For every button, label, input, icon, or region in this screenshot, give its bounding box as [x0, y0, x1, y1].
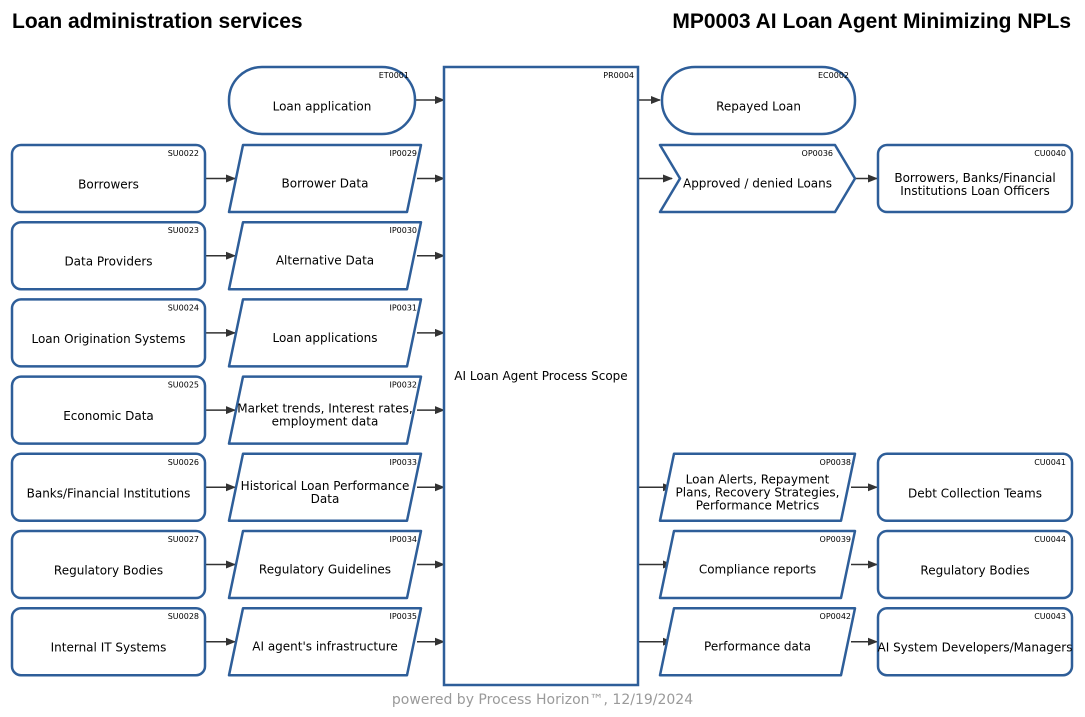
- input-box-ip0034-code: IP0034: [389, 535, 417, 544]
- supplier-box-su0027-code: SU0027: [168, 535, 199, 544]
- customer-box-cu0041-code: CU0041: [1034, 458, 1066, 467]
- process-diagram: PR0004 AI Loan Agent Process Scope ET0001L…: [10, 65, 1074, 687]
- output-box-op0039-code: OP0039: [820, 535, 851, 544]
- supplier-box-su0025-code: SU0025: [168, 381, 199, 390]
- customer-box-cu0041-label: Debt Collection Teams: [908, 486, 1042, 500]
- start-event-label: Loan application: [273, 99, 372, 113]
- customer-box-cu0043: CU0043 AI System Developers/Managers: [876, 606, 1074, 677]
- input-box-ip0034-label: Regulatory Guidelines: [259, 562, 391, 576]
- input-box-ip0032-label: Market trends, Interest rates,employment…: [237, 401, 412, 428]
- footer-credit: powered by Process Horizon™, 12/19/2024: [391, 692, 694, 708]
- end-event-label: Repayed Loan: [716, 99, 801, 113]
- supplier-box-su0027-label: Regulatory Bodies: [54, 563, 163, 577]
- input-box-ip0031-label: Loan applications: [272, 330, 377, 344]
- model-title: MP0003 AI Loan Agent Minimizing NPLs: [672, 10, 1071, 33]
- customer-box-cu0044-code: CU0044: [1034, 535, 1066, 544]
- supplier-box-su0025-label: Economic Data: [63, 409, 154, 423]
- output-box-op0036-label: Approved / denied Loans: [683, 176, 832, 190]
- process-label: AI Loan Agent Process Scope: [454, 369, 627, 383]
- supplier-box-su0023-code: SU0023: [168, 226, 199, 235]
- supplier-box-su0023-label: Data Providers: [64, 254, 152, 268]
- input-box-ip0030-label: Alternative Data: [276, 253, 374, 267]
- output-box-op0038-code: OP0038: [820, 458, 851, 467]
- output-box-op0039-label: Compliance reports: [699, 562, 816, 576]
- output-box-op0042-code: OP0042: [820, 612, 851, 621]
- diagram-shapes: PR0004 AI Loan Agent Process Scope ET0001L…: [10, 65, 1074, 687]
- supplier-box-su0022-label: Borrowers: [78, 177, 139, 191]
- supplier-box-su0028-code: SU0028: [168, 612, 199, 621]
- input-box-ip0035-code: IP0035: [389, 612, 417, 621]
- process-code: PR0004: [603, 71, 634, 80]
- supplier-box-su0026-code: SU0026: [168, 458, 199, 467]
- supplier-box-su0024-label: Loan Origination Systems: [31, 331, 185, 345]
- supplier-box-su0026-label: Banks/Financial Institutions: [27, 486, 191, 500]
- input-box-ip0033-code: IP0033: [389, 458, 417, 467]
- input-box-ip0035: IP0035 AI agent's infrastructure: [227, 606, 423, 677]
- end-event-code: EC0002: [818, 71, 849, 80]
- input-box-ip0030-code: IP0030: [389, 226, 417, 235]
- input-box-ip0031-code: IP0031: [389, 303, 417, 312]
- input-box-ip0035-label: AI agent's infrastructure: [252, 639, 398, 653]
- supplier-box-su0028-label: Internal IT Systems: [51, 640, 167, 654]
- customer-box-cu0043-label: AI System Developers/Managers: [878, 640, 1073, 654]
- output-box-op0042-label: Performance data: [704, 639, 811, 653]
- input-box-ip0029-label: Borrower Data: [282, 176, 369, 190]
- output-box-op0036-code: OP0036: [802, 149, 833, 158]
- supplier-box-su0024-code: SU0024: [168, 303, 199, 312]
- input-box-ip0032-code: IP0032: [389, 381, 417, 390]
- input-box-ip0029-code: IP0029: [389, 149, 417, 158]
- start-event-code: ET0001: [379, 71, 409, 80]
- customer-box-cu0040-code: CU0040: [1034, 149, 1066, 158]
- supplier-box-su0022-code: SU0022: [168, 149, 199, 158]
- customer-box-cu0043-code: CU0043: [1034, 612, 1066, 621]
- page-title: Loan administration services: [12, 10, 303, 33]
- process-scope: PR0004 AI Loan Agent Process Scope: [442, 65, 640, 687]
- customer-box-cu0044-label: Regulatory Bodies: [920, 563, 1029, 577]
- flow-arrows: [205, 96, 878, 646]
